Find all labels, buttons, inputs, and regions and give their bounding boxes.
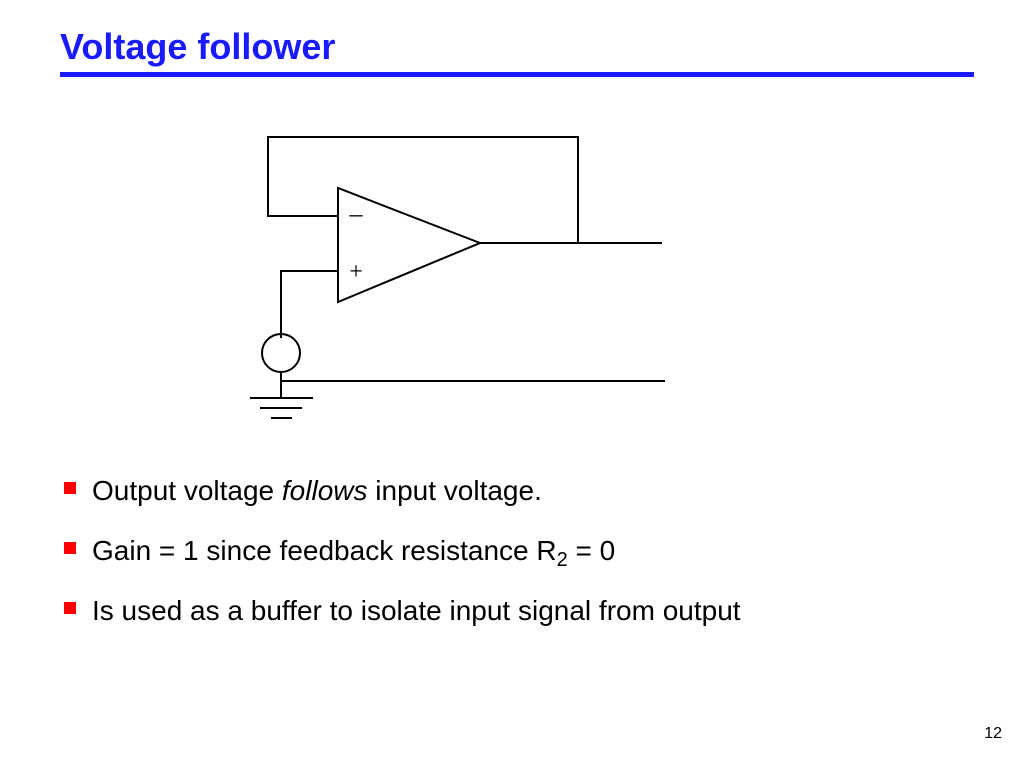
bullet-marker: [64, 602, 76, 614]
bullet-text: Is used as a buffer to isolate input sig…: [92, 595, 741, 626]
feedback-wire: [267, 136, 579, 243]
op-amp-triangle: [337, 186, 483, 304]
slide-title: Voltage follower: [60, 26, 336, 67]
noninverting-input-label: +: [349, 259, 363, 285]
bullet-text: input voltage.: [367, 475, 542, 506]
title-underline: [60, 72, 974, 77]
bullet-list: Output voltage follows input voltage. Ga…: [62, 462, 741, 642]
noninverting-input-wire: [280, 270, 338, 338]
bullet-subscript: 2: [556, 549, 568, 571]
bullet-emphasis: follows: [281, 475, 368, 506]
bullet-marker: [64, 542, 76, 554]
page-number: 12: [984, 725, 1002, 742]
voltage-source-symbol: [261, 333, 301, 373]
inverting-input-label: –: [349, 199, 364, 228]
bullet-text: = 0: [567, 535, 616, 566]
bullet-item-gain: Gain = 1 since feedback resistance R2 = …: [62, 522, 741, 582]
bullet-text: Gain = 1 since feedback resistance R: [92, 535, 557, 566]
bullet-item-buffer: Is used as a buffer to isolate input sig…: [62, 582, 741, 642]
bullet-marker: [64, 482, 76, 494]
bullet-item-follows: Output voltage follows input voltage.: [62, 462, 741, 522]
bullet-text: Output voltage: [92, 475, 282, 506]
